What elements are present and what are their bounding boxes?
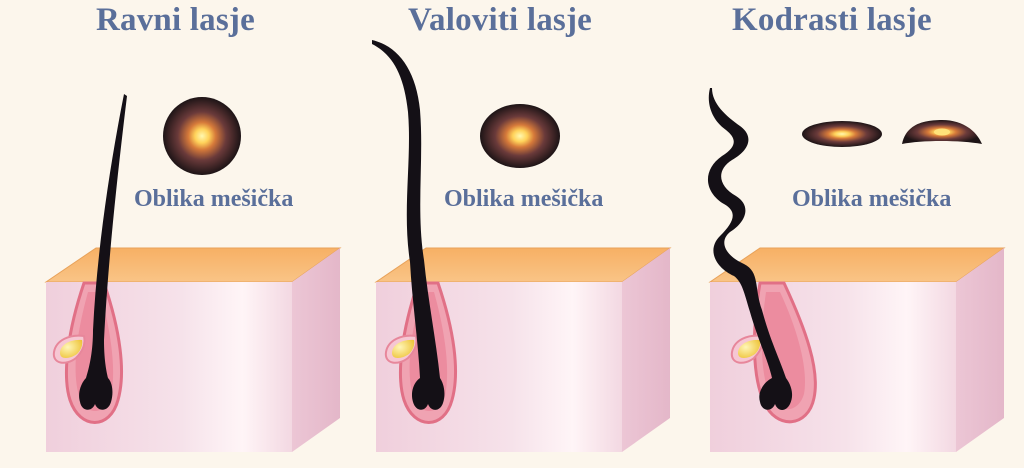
follicle-shape-oval <box>480 104 560 168</box>
panel-title: Kodrasti lasje <box>732 2 932 38</box>
hair-strand-straight <box>79 94 127 410</box>
sebaceous-gland-straight <box>52 334 86 364</box>
follicle-shape-label: Oblika mešička <box>444 186 604 212</box>
panel-wavy-hair: Valoviti lasje Oblika mešička <box>340 0 680 468</box>
follicle-shape-label: Oblika mešička <box>792 186 952 212</box>
follicle-shape-label: Oblika mešička <box>134 186 294 212</box>
follicle-shape-round <box>163 97 241 175</box>
panel-title: Ravni lasje <box>96 2 255 38</box>
sebaceous-gland-curly <box>730 334 764 364</box>
hair-strand-curly <box>707 88 793 410</box>
sebaceous-gland-wavy <box>384 334 418 364</box>
follicle-shape-flat <box>802 120 982 147</box>
hair-strand-wavy <box>372 40 445 410</box>
panel-straight-hair: Ravni lasje Oblika mešička <box>0 0 340 468</box>
panel-title: Valoviti lasje <box>408 2 592 38</box>
panel-curly-hair: Kodrasti lasje Oblika mešička <box>680 0 1024 468</box>
